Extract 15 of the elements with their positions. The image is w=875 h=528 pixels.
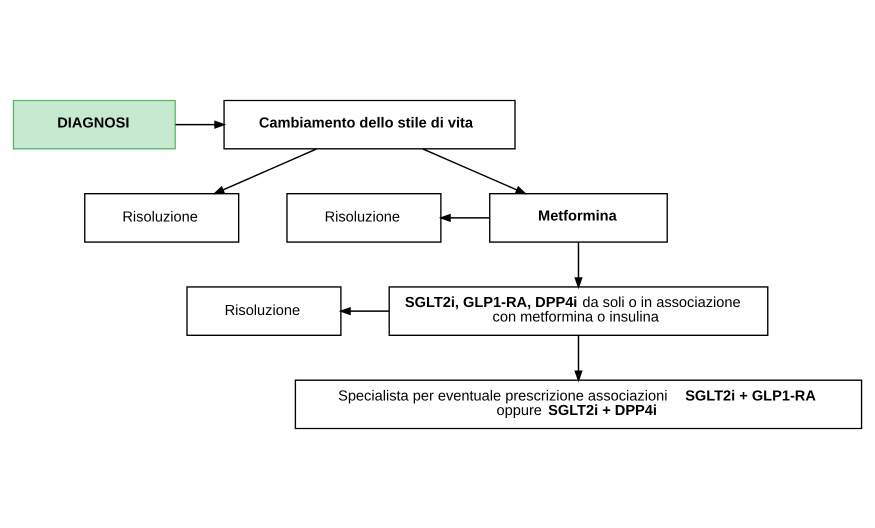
arrow — [176, 120, 226, 128]
node-box: SGLT2i, GLP1-RA, DPP4i da soli o in associazione con metformina o insulina — [388, 286, 768, 336]
node-box: Specialista per eventuale prescrizione associazioni SGLT2i + GLP1-RA oppure SGLT2i + DPP4i — [294, 379, 862, 429]
arrow — [422, 148, 528, 194]
arrow — [438, 213, 490, 222]
arrow — [212, 148, 317, 194]
node-box: Cambiamento dello stile di vita — [223, 99, 516, 149]
node-box: Risoluzione — [186, 286, 342, 336]
arrow — [574, 335, 583, 382]
node-box: Metformina — [489, 192, 668, 242]
node-box: Risoluzione — [84, 192, 240, 242]
arrow — [338, 306, 389, 315]
node-box: Risoluzione — [286, 192, 442, 242]
arrow — [574, 242, 583, 289]
node-box: DIAGNOSI — [12, 99, 176, 149]
